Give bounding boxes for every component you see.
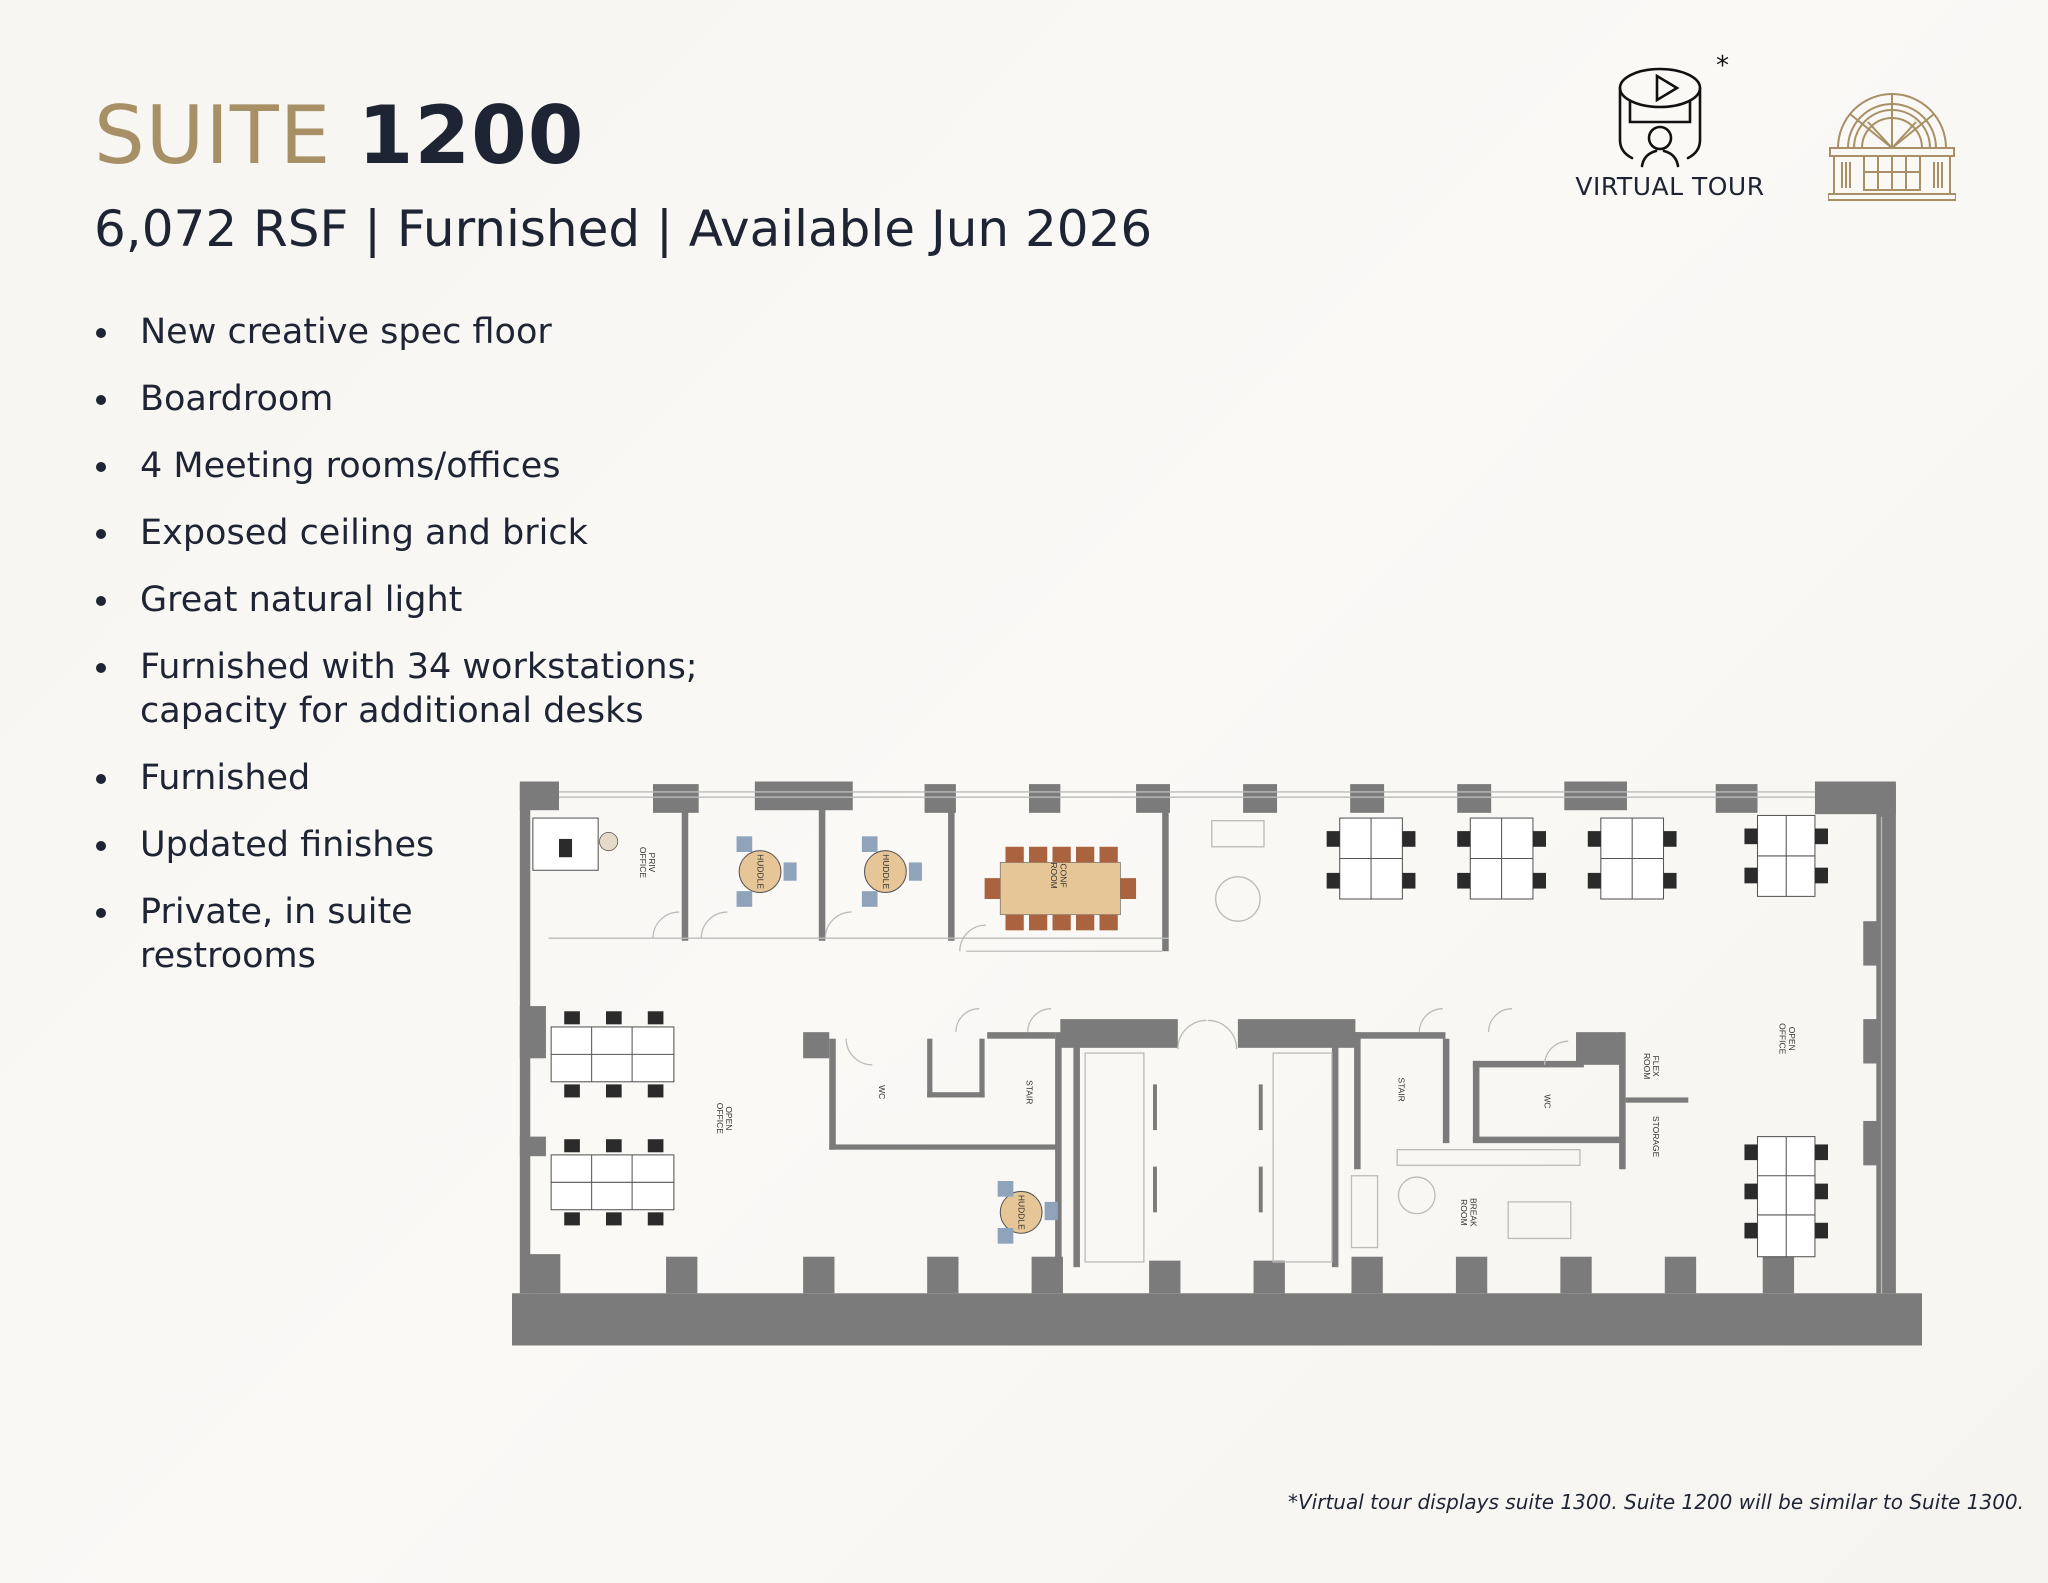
- svg-text:WC: WC: [1543, 1094, 1553, 1108]
- feature-item: 4 Meeting rooms/offices: [94, 444, 780, 488]
- subtitle: 6,072 RSF | Furnished | Available Jun 20…: [94, 200, 1153, 258]
- svg-text:STAIR: STAIR: [1396, 1077, 1406, 1101]
- svg-text:WC: WC: [877, 1085, 887, 1099]
- feature-item: Private, in suite restrooms: [94, 890, 440, 978]
- svg-text:HUDDLE: HUDDLE: [755, 854, 765, 889]
- feature-item: Exposed ceiling and brick: [94, 511, 780, 555]
- virtual-tour-link[interactable]: * VIRTUAL TOUR: [1570, 52, 1770, 201]
- task-chairs: [559, 828, 1828, 1239]
- svg-text:OPENOFFICE: OPENOFFICE: [1778, 1023, 1797, 1054]
- feature-item: Furnished: [94, 756, 780, 800]
- conference-table: [984, 846, 1137, 931]
- huddle-tables: [599, 832, 1058, 1244]
- svg-text:CONFROOM: CONFROOM: [1049, 862, 1068, 888]
- svg-text:FLEXROOM: FLEXROOM: [1642, 1053, 1661, 1079]
- walls: [512, 781, 1922, 1346]
- title-number: 1200: [357, 89, 585, 182]
- svg-text:STAIR: STAIR: [1024, 1080, 1034, 1104]
- asterisk: *: [1716, 52, 1729, 81]
- svg-text:HUDDLE: HUDDLE: [881, 854, 891, 889]
- room-labels: PRIVOFFICE HUDDLE HUDDLE HUDDLE CONFROOM…: [638, 847, 1797, 1230]
- feature-item: Furnished with 34 workstations; capacity…: [94, 645, 700, 733]
- feature-item: New creative spec floor: [94, 310, 780, 354]
- feature-item: Boardroom: [94, 377, 780, 421]
- virtual-tour-label: VIRTUAL TOUR: [1575, 172, 1765, 201]
- svg-text:BREAKROOM: BREAKROOM: [1459, 1198, 1478, 1227]
- workstations: [532, 814, 1816, 1258]
- svg-text:PRIVOFFICE: PRIVOFFICE: [638, 847, 657, 878]
- 360-video-person-icon: *: [1618, 52, 1729, 168]
- footnote: *Virtual tour displays suite 1300. Suite…: [1288, 1490, 2025, 1514]
- svg-text:HUDDLE: HUDDLE: [1017, 1195, 1027, 1230]
- feature-item: Great natural light: [94, 578, 780, 622]
- title-prefix: SUITE: [94, 89, 332, 182]
- arched-window-building-logo: [1828, 93, 1956, 201]
- floor-plan: PRIVOFFICE HUDDLE HUDDLE HUDDLE CONFROOM…: [512, 781, 1922, 1346]
- windows-and-glass: [548, 791, 1883, 1294]
- svg-text:OPENOFFICE: OPENOFFICE: [715, 1103, 734, 1134]
- feature-item: Updated finishes: [94, 823, 780, 867]
- page-title: SUITE 1200: [94, 96, 584, 176]
- feature-list: New creative spec floor Boardroom 4 Meet…: [94, 310, 780, 1001]
- svg-text:STORAGE: STORAGE: [1651, 1116, 1661, 1158]
